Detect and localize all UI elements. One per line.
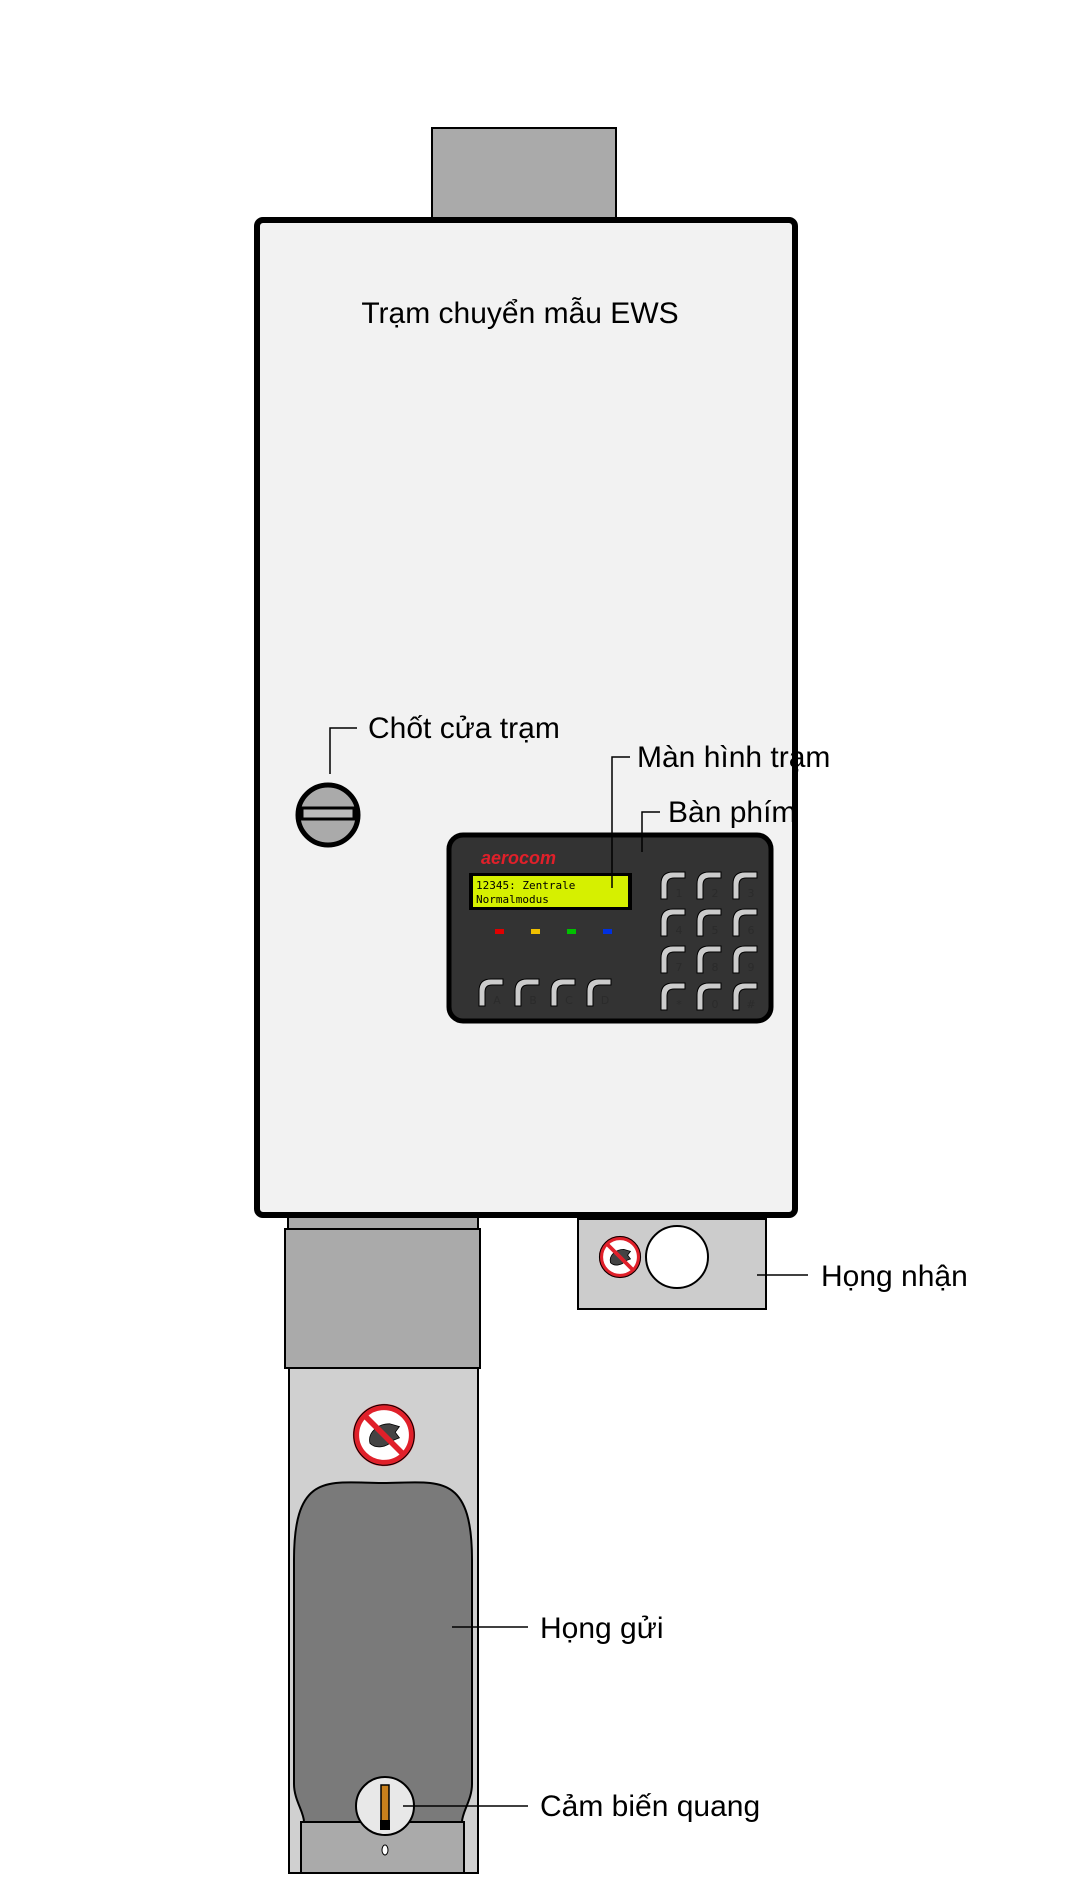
no-hand-sign-icon [598,1235,642,1279]
key-label: 8 [712,961,719,974]
optical-sensor [355,1776,415,1836]
station-title: Trạm chuyển mẫu EWS [361,297,678,330]
optical-sensor-label: Cảm biến quang [540,1790,760,1823]
keypad-leader [641,811,660,852]
status-leds [495,929,612,934]
lcd-line-2: Normalmodus [476,893,549,906]
key-label: A [493,994,501,1007]
keypad-key[interactable]: 0 [696,982,722,1011]
receive-opening [645,1225,709,1289]
key-label: 7 [676,961,683,974]
receive-port-label: Họng nhận [821,1260,968,1293]
function-key[interactable]: C [550,978,576,1007]
door-latch-label: Chốt cửa trạm [368,712,560,745]
key-label: # [746,998,755,1011]
key-label: 4 [676,924,683,937]
send-tube-collar-top [287,1216,479,1230]
send-port-opening[interactable] [293,1481,473,1823]
key-label: 1 [676,887,683,900]
keypad-key[interactable]: # [732,982,758,1011]
key-label: 0 [712,998,719,1011]
status-led [567,929,576,934]
status-led [603,929,612,934]
door-latch[interactable] [295,782,361,848]
lcd-line-1: 12345: Zentrale [476,879,575,892]
control-panel: aerocom 12345: Zentrale Normalmodus A B C D… [446,832,774,1024]
keypad-key[interactable]: 9 [732,945,758,974]
keypad-key[interactable]: 7 [660,945,686,974]
send-tube-collar [284,1228,481,1369]
function-keys: A B C D [478,978,612,1007]
drain-hole [381,1844,389,1856]
key-label: * [676,998,682,1011]
top-pipe [431,127,617,221]
keypad-key[interactable]: 3 [732,871,758,900]
key-label: 5 [712,924,719,937]
key-label: 3 [748,887,755,900]
function-key[interactable]: B [514,978,540,1007]
keypad-label: Bàn phím [668,796,796,829]
send-port-label: Họng gửi [540,1612,664,1645]
station-screen-leader [611,756,630,888]
keypad-key[interactable]: 1 [660,871,686,900]
station-screen: 12345: Zentrale Normalmodus [469,873,632,910]
numeric-keypad: 1 2 3 4 5 6 7 8 9 * 0 # [660,871,758,1011]
status-led [531,929,540,934]
door-latch-leader [329,727,357,774]
keypad-key[interactable]: 4 [660,908,686,937]
key-label: B [529,994,537,1007]
no-hand-sign-icon [352,1403,416,1467]
status-led [495,929,504,934]
station-screen-label: Màn hình trạm [637,741,830,774]
key-label: 9 [748,961,755,974]
keypad-key[interactable]: 6 [732,908,758,937]
key-label: C [565,994,573,1007]
keypad-key[interactable]: 2 [696,871,722,900]
key-label: 2 [712,887,719,900]
brand-logo: aerocom [481,848,556,868]
key-label: 6 [748,924,755,937]
function-key[interactable]: A [478,978,504,1007]
keypad-key[interactable]: 8 [696,945,722,974]
keypad-key[interactable]: 5 [696,908,722,937]
function-key[interactable]: D [586,978,612,1007]
keypad-key[interactable]: * [660,982,686,1011]
key-label: D [601,994,609,1007]
